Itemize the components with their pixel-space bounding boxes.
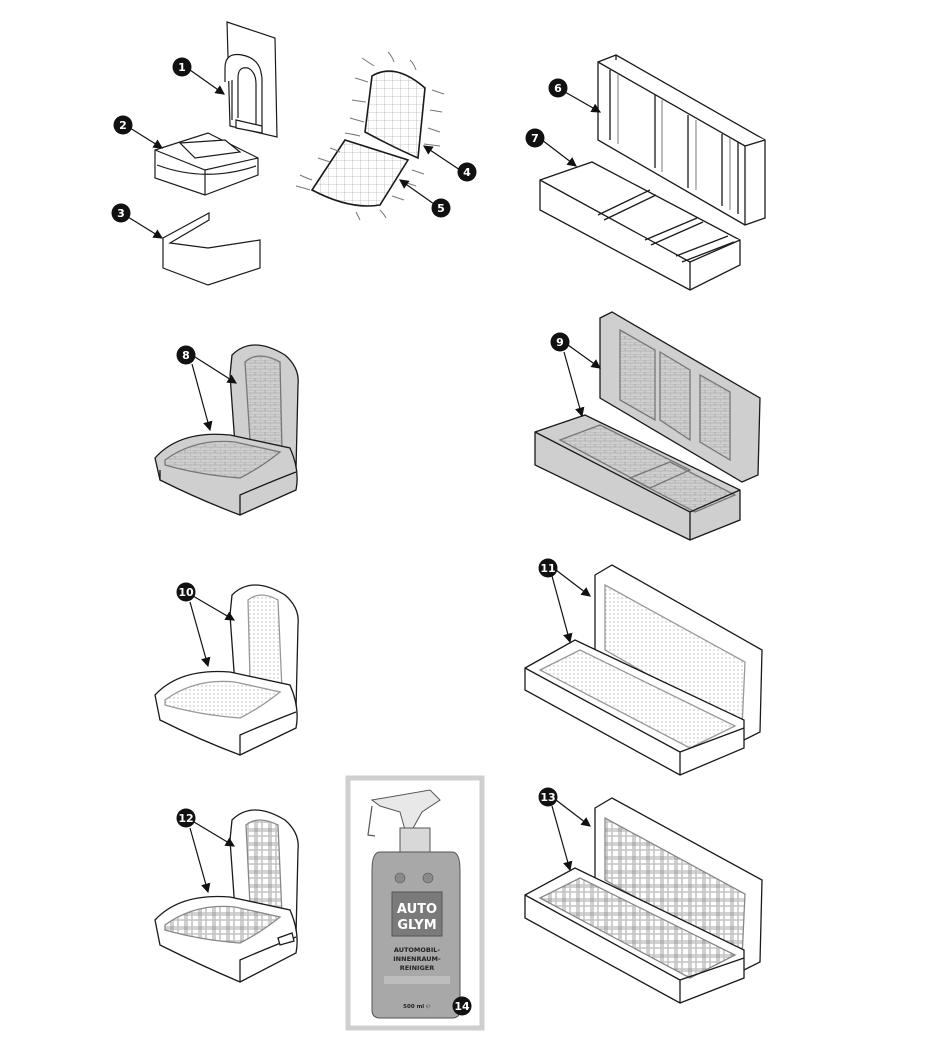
callout-number: 5 [437,202,445,215]
callout-10: 10 [176,582,196,602]
callout-7: 7 [525,128,545,148]
leader-8b [191,363,213,432]
product-name-line1: AUTOMOBIL- [394,946,441,954]
callout-number: 8 [182,349,190,362]
callout-4: 4 [457,162,477,182]
callout-6: 6 [548,78,568,98]
rear-bench-tartan-drawing [524,797,763,1004]
callout-number: 9 [556,336,564,349]
leader-11b [551,575,573,644]
leader-13b [551,805,573,872]
callout-5: 5 [431,198,451,218]
callout-circle [548,78,568,98]
callout-8: 8 [176,345,196,365]
callout-9: 9 [550,332,570,352]
rear-bench-cloth-drawing [524,564,763,776]
product-name-line3: REINIGER [400,964,435,972]
leader-10a [192,595,236,621]
callout-number: 11 [540,562,555,575]
callout-circle [172,57,192,77]
backrest-cover-front-drawing [224,21,278,138]
leader-3 [127,216,164,239]
callout-circle [538,787,558,807]
rear-backrest-cover-drawing [597,54,766,226]
callout-number: 7 [531,132,539,145]
leader-13a [555,799,591,827]
callout-number: 4 [463,166,471,179]
leader-8a [194,356,238,384]
callout-circle [431,198,451,218]
leader-11a [555,569,591,597]
callout-number: 2 [119,119,127,132]
seat-spring-frame-drawing [295,139,425,221]
callout-circle [111,203,131,223]
leader-4 [423,145,461,171]
product-name-line2: INNENRAUM- [393,955,441,963]
callout-11: 11 [538,558,558,578]
callout-14: 14 [452,996,472,1016]
callout-circle [113,115,133,135]
leader-12a [193,821,236,847]
leader-2 [129,127,164,149]
leader-9a [567,344,601,369]
leader-10b [189,601,211,668]
callout-2: 2 [113,115,133,135]
product-brand-line1: AUTO [397,902,437,917]
front-seat-tartan-drawing [154,809,299,983]
leader-7 [541,139,577,167]
rear-seat-cushion-cover-drawing [539,161,741,291]
callout-13: 13 [538,787,558,807]
front-seat-basketweave-drawing [154,344,299,516]
seat-cushion-cover-front-drawing [154,132,259,196]
callout-number: 13 [540,791,555,804]
callout-circle [176,582,196,602]
leader-lines [127,69,602,894]
callout-3: 3 [111,203,131,223]
leader-5 [399,179,435,205]
callout-number: 10 [178,586,194,599]
callout-circle [538,558,558,578]
rear-bench-basketweave-drawing [534,311,761,541]
leader-9b [563,351,585,418]
callout-circle [176,808,196,828]
callout-number: 3 [117,207,125,220]
callout-circle [525,128,545,148]
callout-1: 1 [172,57,192,77]
seat-apron-front-drawing [162,211,261,286]
leader-12b [189,827,211,894]
callout-circle [457,162,477,182]
callout-number: 6 [554,82,562,95]
callout-circle [550,332,570,352]
interior-cleaner-bottle-drawing: AUTO GLYM AUTOMOBIL- INNENRAUM- REINIGER… [345,775,485,1031]
front-seat-cloth-drawing [154,584,299,756]
leader-6 [564,91,602,113]
backrest-spring-frame-drawing [344,51,445,160]
callout-circle [176,345,196,365]
leader-1 [189,69,225,95]
callout-12: 12 [176,808,196,828]
callout-number: 12 [178,812,193,825]
product-volume: 500 ml ℮ [403,1004,431,1010]
callout-circle [452,996,472,1016]
callout-number: 1 [178,61,186,74]
callout-number: 14 [454,1000,470,1013]
product-brand-line2: GLYM [397,918,436,933]
